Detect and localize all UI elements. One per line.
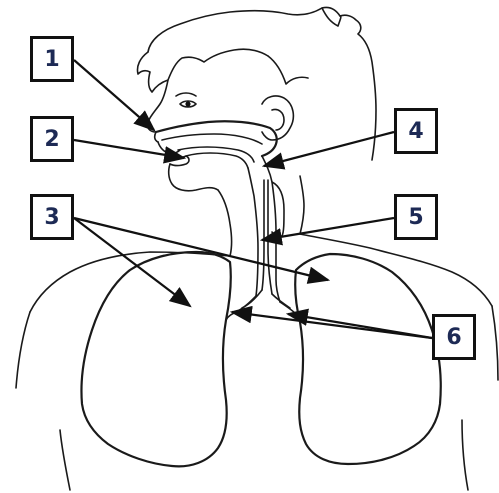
hair-strand-2 [322,8,341,26]
hair-strand-1 [268,56,308,84]
nasal-cavity [156,121,277,156]
upper-lip [158,142,180,154]
left-arm-inner [60,430,70,490]
left-lung [81,252,230,466]
label-4: 4 [394,108,438,154]
right-shoulder [300,234,492,306]
trachea-inner-right [268,180,272,294]
neck-front [218,190,232,256]
ear [262,96,293,140]
leader-5 [262,218,394,240]
leader-2 [74,140,184,158]
pharynx-left [248,168,258,296]
right-bronchus-inner [272,294,290,308]
hair-fringe [137,49,268,92]
right-arm-inner [462,420,468,490]
label-3-text: 3 [44,205,59,230]
eyebrow [176,93,196,96]
left-arm [16,312,30,388]
label-2-text: 2 [44,127,59,152]
label-6: 6 [432,314,476,360]
label-1: 1 [30,36,74,82]
nasal-cavity-floor [162,134,262,144]
label-5-text: 5 [408,205,423,230]
label-1-text: 1 [44,47,59,72]
label-5: 5 [394,194,438,240]
ear-inner [272,109,284,130]
left-bronchus [226,296,256,320]
label-4-text: 4 [408,119,423,144]
chin [169,164,218,191]
tongue [186,153,248,168]
leader-6b [288,314,432,338]
trachea-inner-left [262,180,264,290]
label-2: 2 [30,116,74,162]
right-lung [295,254,441,464]
hair-outline [148,7,376,160]
pupil [185,101,190,106]
right-arm [492,306,498,380]
label-3: 3 [30,194,74,240]
neck-back [300,176,304,234]
leader-3a [74,218,328,280]
label-6-text: 6 [446,325,461,350]
